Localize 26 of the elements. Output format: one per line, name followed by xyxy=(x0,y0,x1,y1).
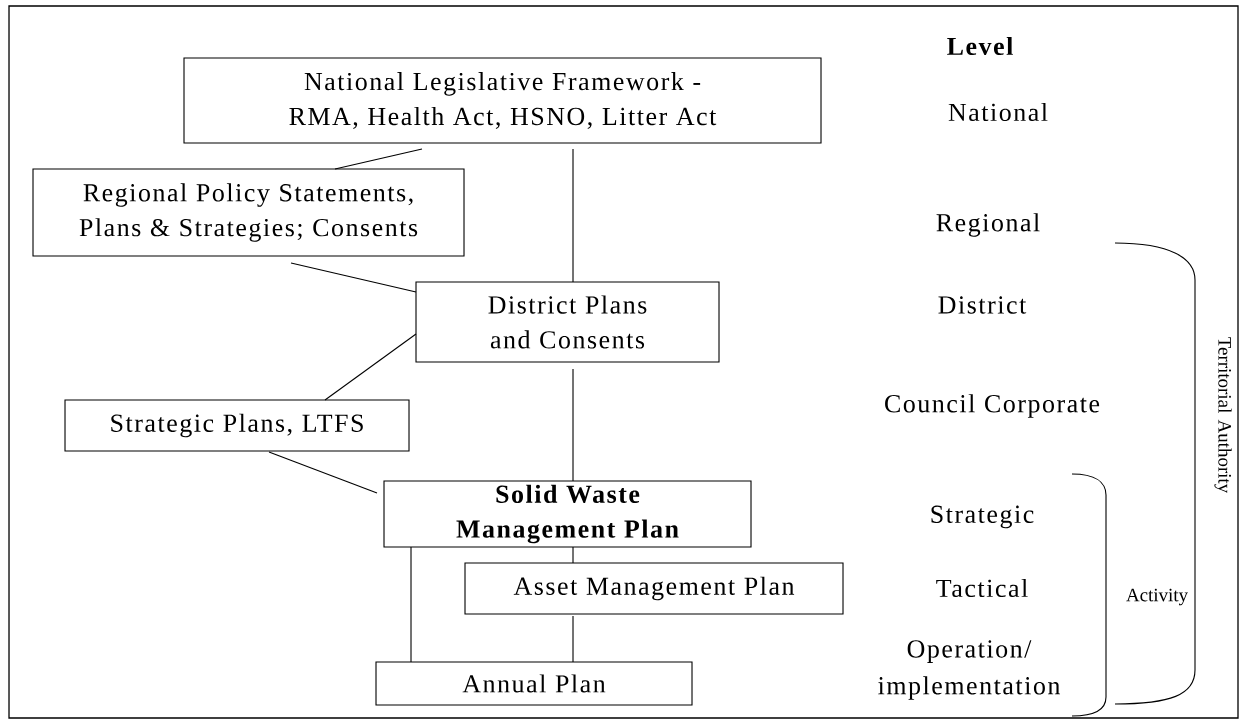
level-label: District xyxy=(938,296,1027,314)
level-label: Tactical xyxy=(936,578,1028,598)
plan-box: Strategic Plans, LTFS xyxy=(64,399,410,452)
plan-box: National Legislative Framework - RMA, Health Act, HSNO, Litter Act xyxy=(183,57,822,144)
level-label: Regional xyxy=(936,213,1040,237)
column-heading: Level xyxy=(947,36,1013,56)
level-label: Strategic xyxy=(931,505,1034,529)
level-label: National xyxy=(948,102,1048,122)
connector-line xyxy=(410,546,412,663)
brace-label: Territorial Authority xyxy=(1214,337,1232,494)
plan-box: Asset Management Plan xyxy=(464,562,844,615)
connector-line xyxy=(572,368,574,482)
connector-line xyxy=(334,148,423,170)
plan-box: Regional Policy Statements, Plans & Strategies; Consents xyxy=(32,168,465,257)
connector-line xyxy=(290,262,417,293)
brace-label: Activity xyxy=(1126,588,1188,606)
level-label: Operation/ implementation xyxy=(878,640,1060,700)
connector-line xyxy=(268,451,378,494)
plan-box: District Plans and Consents xyxy=(415,281,720,363)
connector-line xyxy=(572,546,574,564)
level-label: Council Corporate xyxy=(885,394,1100,418)
plan-box: Annual Plan xyxy=(375,661,693,706)
connector-line xyxy=(572,615,574,663)
connector-line xyxy=(572,148,574,283)
plan-box: Solid Waste Management Plan xyxy=(383,480,752,548)
connector-line xyxy=(324,333,417,401)
